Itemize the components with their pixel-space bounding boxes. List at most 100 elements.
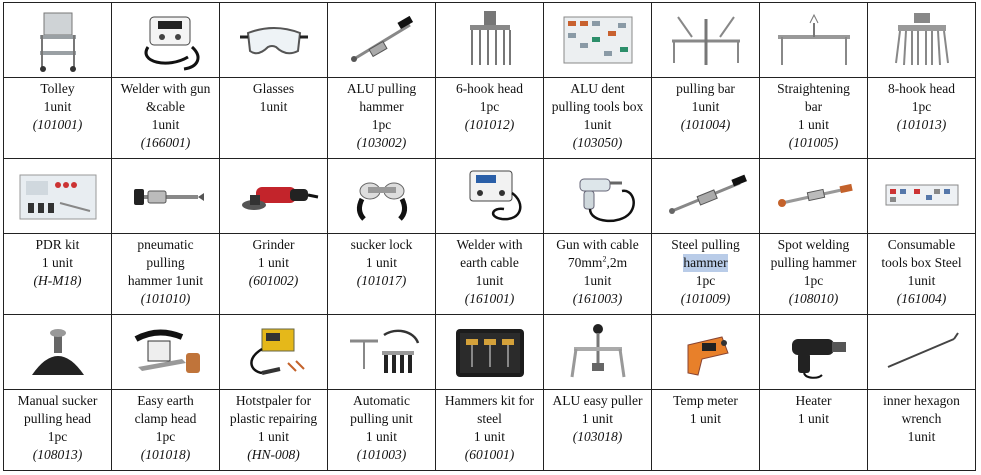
product-image-cell: [759, 2, 868, 78]
product-name: pulling bar: [676, 81, 735, 96]
product-name: ALU dent: [570, 81, 625, 96]
product-detail: 1 unit: [41, 255, 74, 270]
product-detail: 70mm2,2m: [567, 254, 628, 270]
straightening-bar-icon: [777, 13, 850, 65]
product-image-cell: [651, 314, 760, 390]
product-image-cell: [435, 2, 544, 78]
product-detail: 1pc: [155, 429, 176, 444]
product-detail: 1 unit: [473, 429, 506, 444]
product-detail: 1unit: [475, 273, 504, 288]
product-detail: 1 unit: [257, 255, 290, 270]
product-detail: wrench: [901, 411, 942, 426]
product-detail: pulling tools box: [551, 99, 644, 114]
product-detail: 1pc: [479, 99, 500, 114]
product-code: (101009): [680, 291, 731, 306]
product-name: Hotstpaler for: [235, 393, 312, 408]
product-image-cell: [219, 314, 328, 390]
product-label-cell: ALU easy puller 1 unit (103018): [543, 389, 652, 471]
product-image-cell: [111, 2, 220, 78]
product-image-cell: [867, 2, 976, 78]
product-image-cell: [111, 314, 220, 390]
product-detail: 1 unit: [797, 117, 830, 132]
product-detail: 1unit: [583, 273, 612, 288]
welder-machine-icon: [144, 16, 199, 71]
automatic-pulling-unit-icon: [349, 329, 419, 373]
product-image-cell: [759, 158, 868, 234]
product-detail: pulling: [146, 255, 185, 270]
product-name: sucker lock: [350, 237, 413, 252]
product-image-cell: [3, 314, 112, 390]
product-detail: 1pc: [803, 273, 824, 288]
earth-clamp-icon: [134, 329, 200, 373]
product-image-cell: [651, 158, 760, 234]
product-detail: pulling unit: [350, 411, 413, 426]
product-detail: 1pc: [47, 429, 68, 444]
product-detail: 1unit: [691, 99, 720, 114]
product-code: (103018): [572, 429, 623, 444]
product-code: (161003): [572, 291, 623, 306]
product-code: (103002): [356, 135, 407, 150]
eight-hook-head-icon: [894, 13, 949, 66]
product-name: Straightening: [777, 81, 850, 96]
product-name: PDR kit: [35, 237, 80, 252]
heat-gun-icon: [791, 339, 846, 379]
product-detail: pulling head: [23, 411, 92, 426]
product-image-cell: [435, 314, 544, 390]
image-row: [3, 2, 976, 78]
sucker-lock-icon: [356, 182, 407, 221]
product-code: (161004): [896, 291, 947, 306]
product-code: (601001): [464, 447, 515, 462]
product-detail: 1pc: [911, 99, 932, 114]
alu-easy-puller-icon: [570, 324, 625, 378]
product-image-cell: [111, 158, 220, 234]
spot-welding-hammer-icon: [777, 183, 853, 207]
product-detail: 1unit: [259, 99, 288, 114]
grinder-icon: [241, 187, 318, 210]
product-image-cell: [219, 2, 328, 78]
product-code: (103050): [572, 135, 623, 150]
product-name: ALU easy puller: [552, 393, 643, 408]
product-name: Welder with: [456, 237, 523, 252]
product-code: (HN-008): [247, 447, 300, 462]
product-name: Spot welding: [777, 237, 850, 252]
product-image-cell: [867, 158, 976, 234]
trolley-icon: [39, 12, 76, 72]
product-detail: 1 unit: [689, 411, 722, 426]
product-name: Steel pulling: [671, 237, 740, 252]
product-image-cell: [759, 314, 868, 390]
product-detail: 1unit: [583, 117, 612, 132]
product-image-cell: [327, 158, 436, 234]
product-code: (101012): [464, 117, 515, 132]
product-detail: 1 unit: [581, 411, 614, 426]
product-name: Automatic: [353, 393, 410, 408]
product-detail: pulling hammer: [770, 255, 857, 270]
product-code: (108010): [788, 291, 839, 306]
product-image-cell: [327, 314, 436, 390]
steel-pulling-hammer-icon: [668, 174, 747, 214]
product-code: (161001): [464, 291, 515, 306]
product-image-cell: [435, 158, 544, 234]
product-detail: tools box Steel: [881, 255, 962, 270]
